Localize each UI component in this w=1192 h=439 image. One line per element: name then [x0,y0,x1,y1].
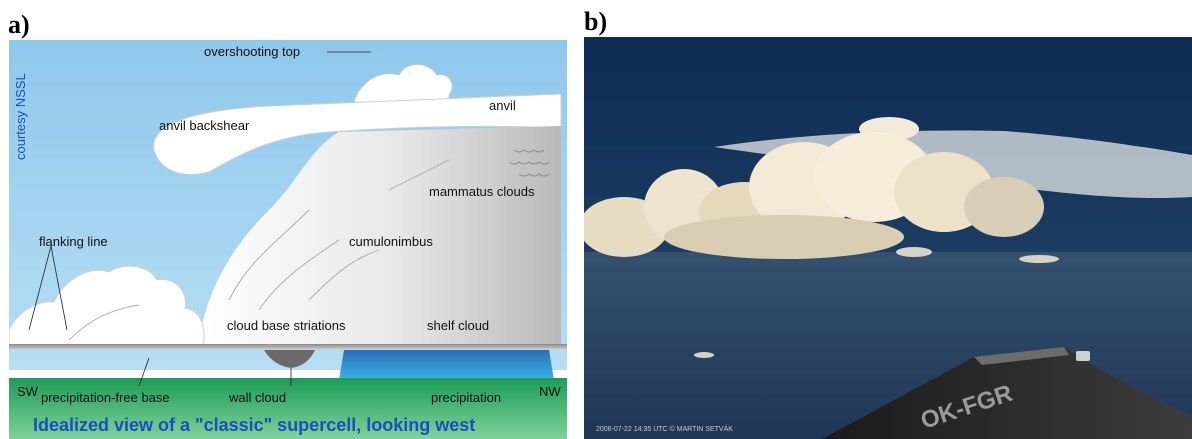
mammatus-marks [508,149,550,177]
label-cloud-base-striations: cloud base striations [227,318,346,333]
cumulonimbus-cloud [199,126,561,346]
label-flanking-line: flanking line [39,234,108,249]
panel-b-letter: b) [584,7,608,36]
label-cumulonimbus: cumulonimbus [349,234,433,249]
leader-lines [28,51,371,387]
label-anvil-backshear: anvil backshear [159,118,250,133]
label-sw: SW [17,384,39,399]
label-anvil: anvil [489,98,516,113]
aerial-photo-svg: OK-FGR 2006-07-22 14:35 UTC © MARTIN SET… [584,37,1192,439]
diagram-caption: Idealized view of a "classic" supercell,… [33,415,475,435]
aircraft-wing [822,347,1192,439]
cumulonimbus-mass [584,132,1044,259]
label-precipitation-free-base: precipitation-free base [41,390,170,405]
flanking-line-cloud [9,265,205,347]
cloud-texture-lines [68,159,450,341]
wall-cloud-shape [264,350,315,368]
label-overshooting-top: overshooting top [204,44,300,59]
anvil-cloud [153,93,562,176]
supercell-diagram-svg: courtesy NSSL overshooting top anvil anv… [9,40,567,439]
panel-a-letter: a) [8,10,30,39]
label-mammatus-clouds: mammatus clouds [429,184,535,199]
precipitation-curtain [339,350,554,380]
label-wall-cloud: wall cloud [228,390,286,405]
ground [9,378,567,439]
scattered-clouds [694,247,1059,358]
wingtip-light [1076,351,1090,361]
wing-edge [974,347,1069,365]
photo-stamp: 2006-07-22 14:35 UTC © MARTIN SETVÁK [596,424,733,433]
overshooting-top-cloud [353,64,453,107]
cloud-base [9,344,567,350]
label-nw: NW [539,384,561,399]
aerial-photo: OK-FGR 2006-07-22 14:35 UTC © MARTIN SET… [584,37,1192,439]
credit-text: courtesy NSSL [13,73,28,160]
label-precipitation: precipitation [431,390,501,405]
supercell-diagram: courtesy NSSL overshooting top anvil anv… [9,40,567,439]
label-shelf-cloud: shelf cloud [427,318,489,333]
